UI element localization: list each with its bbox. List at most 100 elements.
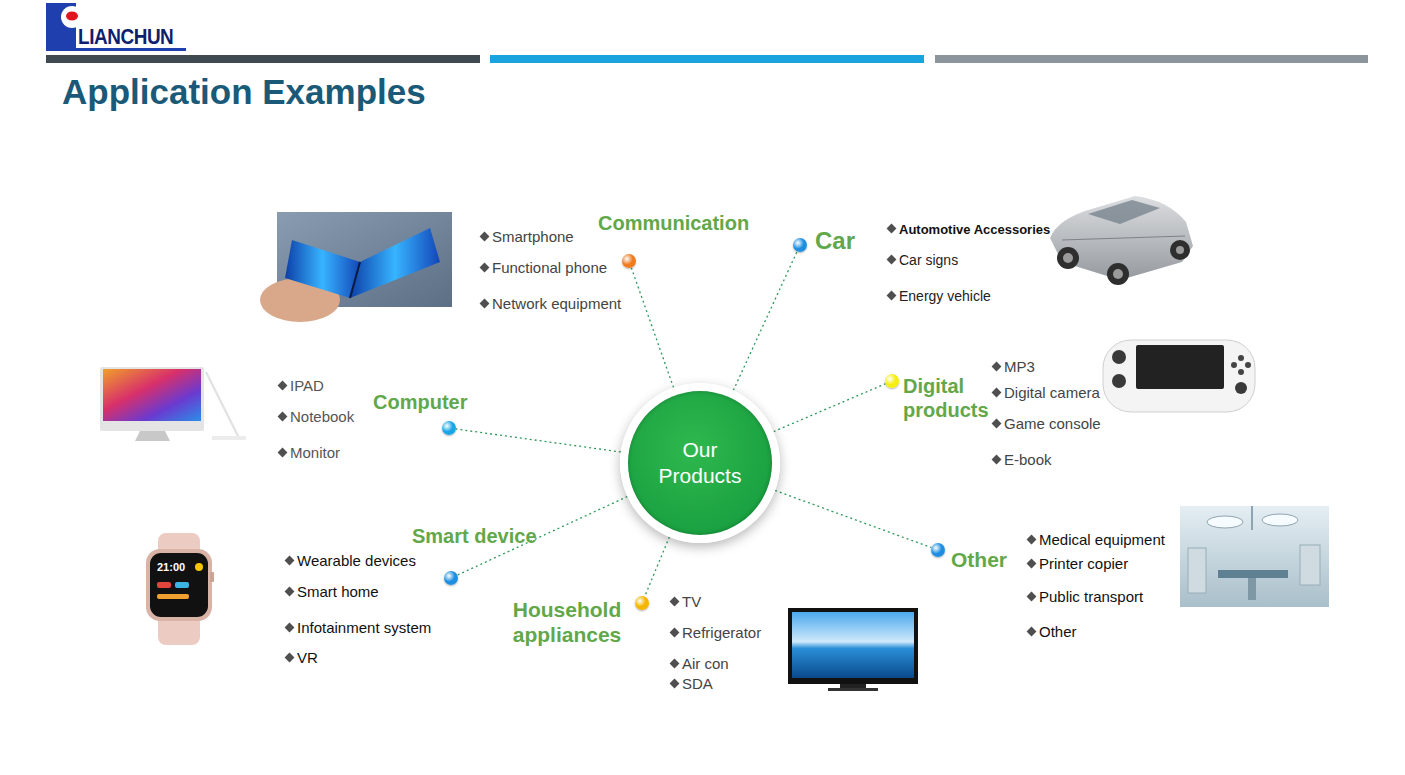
watch-sun: [195, 563, 203, 571]
inner-circle: Our Products: [628, 391, 772, 535]
watch-widget: [175, 582, 189, 588]
item-text: Smartphone: [492, 228, 574, 245]
console-screen: [1136, 345, 1224, 389]
console-photo: [1103, 340, 1255, 412]
bullet-diamond: [480, 263, 490, 273]
header-bar: [46, 55, 480, 63]
surgical-light: [1207, 516, 1243, 528]
console-stick: [1112, 374, 1126, 388]
dotted-connector: [733, 251, 797, 390]
category-heading: Other: [951, 547, 1007, 572]
bullet-diamond: [887, 255, 897, 265]
item-text: Air con: [682, 655, 729, 672]
equipment-cabinet: [1188, 548, 1206, 593]
car-hub: [1063, 253, 1073, 263]
bullet-item: Network equipment: [479, 294, 621, 313]
item-text: Wearable devices: [297, 552, 416, 569]
item-text: Functional phone: [492, 259, 607, 276]
item-text: Monitor: [290, 444, 340, 461]
category-heading: Household appliances: [504, 597, 630, 647]
dotted-connector: [631, 268, 673, 388]
item-text: Digital camera: [1004, 384, 1100, 401]
tv-base: [828, 688, 878, 691]
car-photo: [1050, 196, 1193, 285]
bullet-diamond: [992, 419, 1002, 429]
phone-fold: [350, 262, 360, 298]
bullet-item: Air con: [669, 654, 729, 673]
bullet-item: E-book: [991, 450, 1052, 469]
watch-face: [150, 553, 208, 617]
light-arm: [1251, 506, 1253, 530]
bullet-item: Monitor: [277, 443, 340, 462]
center-circle: Our Products: [620, 383, 780, 543]
category-dot: Communication: [622, 254, 636, 268]
bullet-diamond: [278, 412, 288, 422]
bullet-item: Infotainment system: [284, 618, 431, 637]
item-text: Public transport: [1039, 588, 1143, 605]
item-text: Notebook: [290, 408, 354, 425]
bullet-diamond: [480, 299, 490, 309]
bullet-diamond: [992, 388, 1002, 398]
category-heading: Digital products: [903, 374, 995, 422]
item-text: SDA: [682, 675, 713, 692]
car-window: [1088, 200, 1160, 224]
logo-dot: [66, 12, 78, 21]
bullet-diamond: [992, 455, 1002, 465]
watch-crown: [210, 572, 214, 582]
item-text: Other: [1039, 623, 1077, 640]
console-button: [1238, 355, 1244, 361]
item-text: E-book: [1004, 451, 1052, 468]
console-button: [1231, 362, 1237, 368]
bullet-diamond: [670, 628, 680, 638]
watch-widget: [157, 594, 189, 599]
dotted-connector: [774, 384, 886, 432]
watch-time: 21:00: [157, 561, 185, 573]
bullet-item: Wearable devices: [284, 551, 416, 570]
bullet-diamond: [1027, 535, 1037, 545]
table-leg: [1248, 578, 1256, 600]
watch-case: [146, 549, 212, 621]
tv-frame: [788, 608, 918, 684]
car-line: [1062, 236, 1185, 240]
bullet-diamond: [670, 659, 680, 669]
bullet-item: Public transport: [1026, 587, 1143, 606]
header-bar: [935, 55, 1368, 63]
bullet-item: Automotive Accessories: [886, 221, 1050, 237]
logo-text-box: LIANCHUN: [78, 24, 189, 53]
category-heading: Smart device: [412, 524, 537, 548]
bullet-item: Smart home: [284, 582, 379, 601]
computer-photo: [100, 367, 246, 441]
bullet-item: Digital camera: [991, 383, 1100, 402]
tv-screen: [792, 612, 914, 678]
item-text: Refrigerator: [682, 624, 761, 641]
surgical-light: [1262, 514, 1298, 526]
company-logo: [46, 3, 186, 51]
keyboard-edge: [206, 372, 240, 440]
category-dot: Car: [793, 238, 807, 252]
bullet-diamond: [1027, 559, 1037, 569]
category-dot: Digital products: [885, 374, 899, 388]
category-heading: Communication: [598, 211, 749, 235]
watch-widget: [157, 582, 171, 588]
logo-text: LIANCHUN: [78, 24, 173, 50]
monitor-screen: [103, 369, 201, 421]
console-button: [1238, 369, 1244, 375]
bullet-item: Notebook: [277, 407, 354, 426]
item-text: VR: [297, 649, 318, 666]
header-bar: [490, 55, 924, 63]
page-title: Application Examples: [62, 72, 426, 112]
medical-photo: [1180, 506, 1329, 607]
category-heading: Computer: [373, 390, 467, 414]
bullet-item: TV: [669, 592, 701, 611]
bullet-diamond: [480, 232, 490, 242]
item-text: Medical equipment: [1039, 531, 1165, 548]
phone-panel: [350, 228, 440, 298]
operating-table: [1218, 570, 1288, 578]
dotted-connector: [645, 537, 670, 597]
bullet-item: VR: [284, 648, 318, 667]
bullet-diamond: [285, 653, 295, 663]
bullet-diamond: [278, 381, 288, 391]
console-stick: [1112, 350, 1126, 364]
car-wheel: [1057, 247, 1079, 269]
